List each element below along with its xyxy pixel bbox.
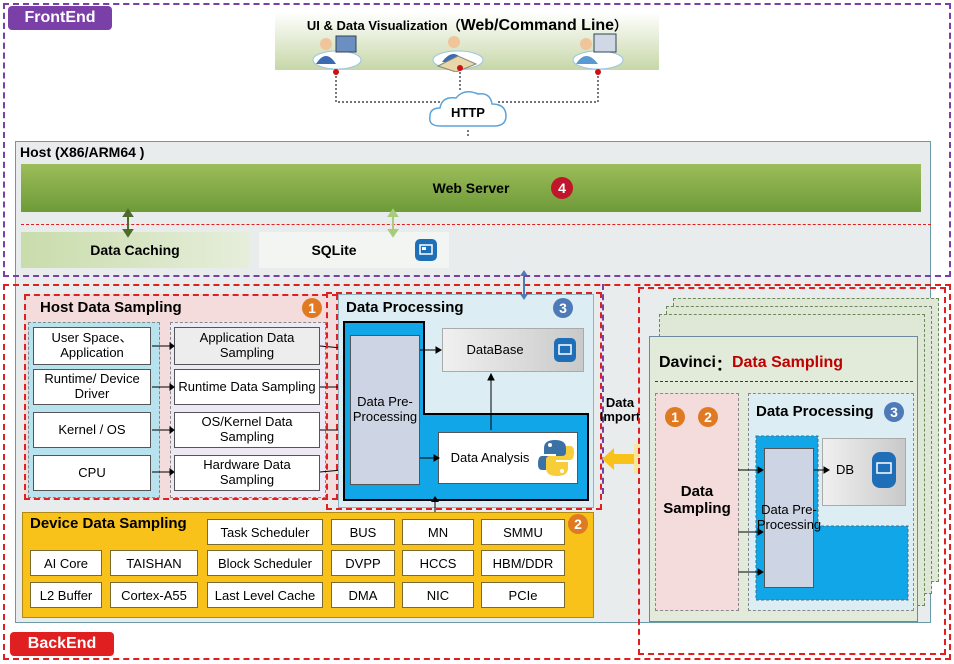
frontend-tag: FrontEnd [8,6,112,30]
ai-core-box: AI Core [30,550,102,576]
davinci-sampling-label: Data Sampling [663,482,731,517]
cortex-a55-box: Cortex-A55 [110,582,198,608]
user-space-box: User Space、Application [33,327,151,365]
device-data-sampling-title: Device Data Sampling [30,515,187,532]
davinci-processing-title: Data Processing [756,403,874,420]
data-processing-title: Data Processing [346,299,464,316]
davinci-title-sub: Data Sampling [731,354,844,371]
davinci-badge-2: 2 [698,407,718,427]
host-data-sampling-title: Host Data Sampling [40,299,182,316]
davinci-title-main: Davinci [659,354,716,371]
host-cache-divider [21,224,931,225]
user-workstation-icon [572,33,624,70]
ui-title-text: UI & Data Visualization（ [306,18,461,33]
davinci-title-colon: ： [715,357,732,374]
import-divider [602,284,604,494]
taishan-box: TAISHAN [110,550,198,576]
kernel-sampling-box: OS/Kernel Data Sampling [174,412,320,448]
host-sampling-badge: 1 [302,298,322,318]
processing-arrows [420,346,495,462]
http-label: HTTP [451,104,485,120]
data-caching-box: Data Caching [21,232,249,268]
http-cloud-icon [428,91,507,127]
database-icon [554,338,576,362]
hbm-ddr-box: HBM/DDR [481,550,565,576]
ui-title-end: ） [614,18,628,33]
database-icon [872,452,896,488]
davinci-sampling-panel [655,393,739,611]
web-server-label: Web Server [432,179,510,196]
data-import-label: Data Import [599,394,641,424]
dma-box: DMA [331,582,395,608]
ui-title-strong: Web/Command Line [460,17,615,34]
ui-visualization-title: UI & Data Visualization（ Web/Command Lin… [275,15,659,35]
data-processing-red-frame [326,292,602,510]
davinci-title: Davinci ： Data Sampling [659,352,909,374]
nic-box: NIC [402,582,474,608]
user-laptop-icon [432,36,484,72]
cache-arrows [122,208,399,238]
davinci-red-frame [638,287,946,655]
cpu-box: CPU [33,455,151,491]
sqlite-label: SQLite [311,241,357,258]
device-sampling-badge: 2 [568,514,588,534]
database-icon [415,239,437,261]
database-label: DataBase [466,341,524,357]
kernel-os-box: Kernel / OS [33,412,151,448]
task-scheduler-box: Task Scheduler [207,519,323,545]
dvpp-box: DVPP [331,550,395,576]
davinci-processing-badge: 3 [884,402,904,422]
python-icon [538,440,574,476]
import-arrow-icon [602,444,640,474]
mn-box: MN [402,519,474,545]
runtime-sampling-box: Runtime Data Sampling [174,369,320,405]
last-level-cache-box: Last Level Cache [207,582,323,608]
up-arrow-to-processing [431,496,439,514]
bus-box: BUS [331,519,395,545]
http-connectors [333,65,601,138]
data-caching-label: Data Caching [90,241,180,258]
l2-buffer-box: L2 Buffer [30,582,102,608]
web-server-badge: 4 [551,177,573,199]
hccs-box: HCCS [402,550,474,576]
davinci-arrows [738,466,830,576]
davinci-title-divider [655,381,913,382]
data-analysis-label: Data Analysis [450,449,530,465]
data-processing-badge: 3 [553,298,573,318]
host-title: Host (X86/ARM64 ) [20,144,145,160]
runtime-driver-box: Runtime/ Device Driver [33,369,151,405]
block-scheduler-box: Block Scheduler [207,550,323,576]
pcie-box: PCIe [481,582,565,608]
backend-region [3,284,951,660]
davinci-db-label: DB [835,461,855,477]
user-desktop-icon [312,35,362,70]
application-sampling-box: Application Data Sampling [174,327,320,365]
backend-tag: BackEnd [10,632,114,656]
smmu-box: SMMU [481,519,565,545]
davinci-pre-processing-box: Data Pre-Processing [757,448,821,588]
sqlite-to-processing-arrow [520,270,528,300]
pre-processing-box: Data Pre-Processing [350,335,420,485]
web-server-bar: Web Server [21,164,921,212]
davinci-badge-1: 1 [665,407,685,427]
hardware-sampling-box: Hardware Data Sampling [174,455,320,491]
